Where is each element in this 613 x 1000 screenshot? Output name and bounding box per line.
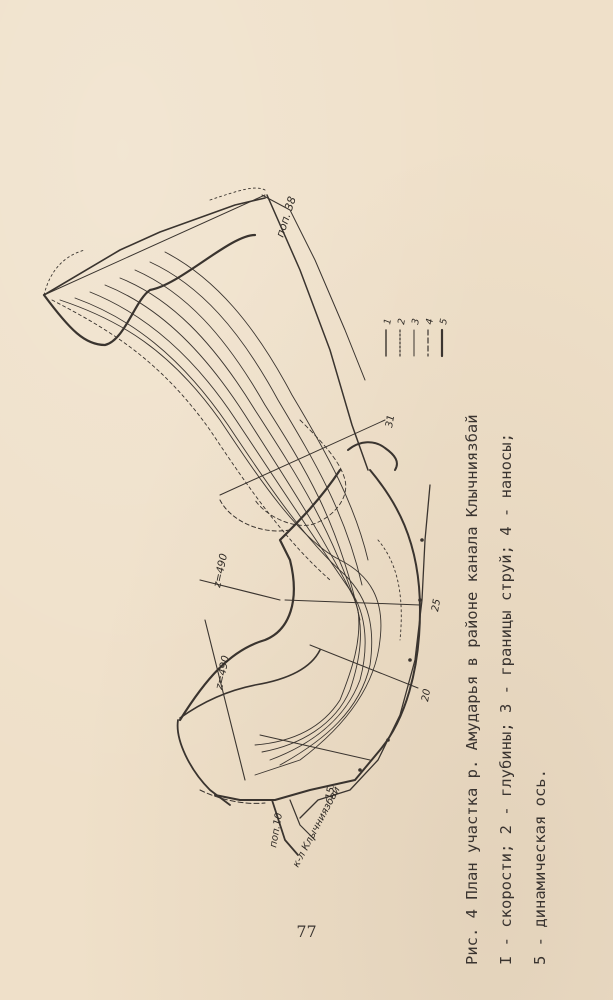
label-marker-25: 25 xyxy=(430,598,443,612)
section-line-25 xyxy=(284,599,421,606)
caption-title: Рис. 4 План участка р. Амударья в районе… xyxy=(463,414,481,965)
canal-bank-b xyxy=(289,799,316,841)
bank-outer-thick xyxy=(42,233,257,347)
legend-item-5: 5 xyxy=(438,318,450,326)
gauge-points xyxy=(358,538,424,772)
bank-upper-right xyxy=(261,194,366,381)
caption-legend-line: I - скорости; 2 - глубины; 3 - границы с… xyxy=(497,433,515,965)
section-line-38 xyxy=(43,194,266,296)
figure-caption: Рис. 4 План участка р. Амударья в районе… xyxy=(455,205,557,965)
section-line-20 xyxy=(309,644,419,689)
page-number: 77 xyxy=(296,922,317,941)
legend-item-4: 4 xyxy=(424,318,436,326)
canal-bank-a xyxy=(271,799,299,856)
section-line-15 xyxy=(259,734,371,761)
legend-item-1: 1 xyxy=(382,318,394,326)
legend-item-2: 2 xyxy=(396,318,408,326)
upper-lobe xyxy=(179,649,321,719)
label-marker-15: 15 xyxy=(324,786,337,800)
caption-legend-line-2: 5 - динамическая ось. xyxy=(531,769,549,965)
label-marker-31: 31 xyxy=(384,414,397,428)
legend-item-3: 3 xyxy=(410,318,422,326)
river-right-bank xyxy=(266,194,369,471)
lower-bank-outer xyxy=(299,484,431,819)
lower-bank-thick xyxy=(214,469,421,801)
river-left-bank xyxy=(43,197,266,296)
legend-lines xyxy=(385,328,444,358)
z-line-lower xyxy=(204,619,246,781)
left-lobe xyxy=(176,719,231,806)
label-z-lower: z=490 xyxy=(213,654,232,691)
label-marker-20: 20 xyxy=(420,688,433,702)
label-z-upper: z=490 xyxy=(211,552,230,589)
sandbar-outline xyxy=(178,468,342,722)
section-line-31 xyxy=(219,419,386,496)
legend-numbers: 1 2 3 4 5 xyxy=(382,318,450,326)
z-line-upper xyxy=(199,579,281,601)
